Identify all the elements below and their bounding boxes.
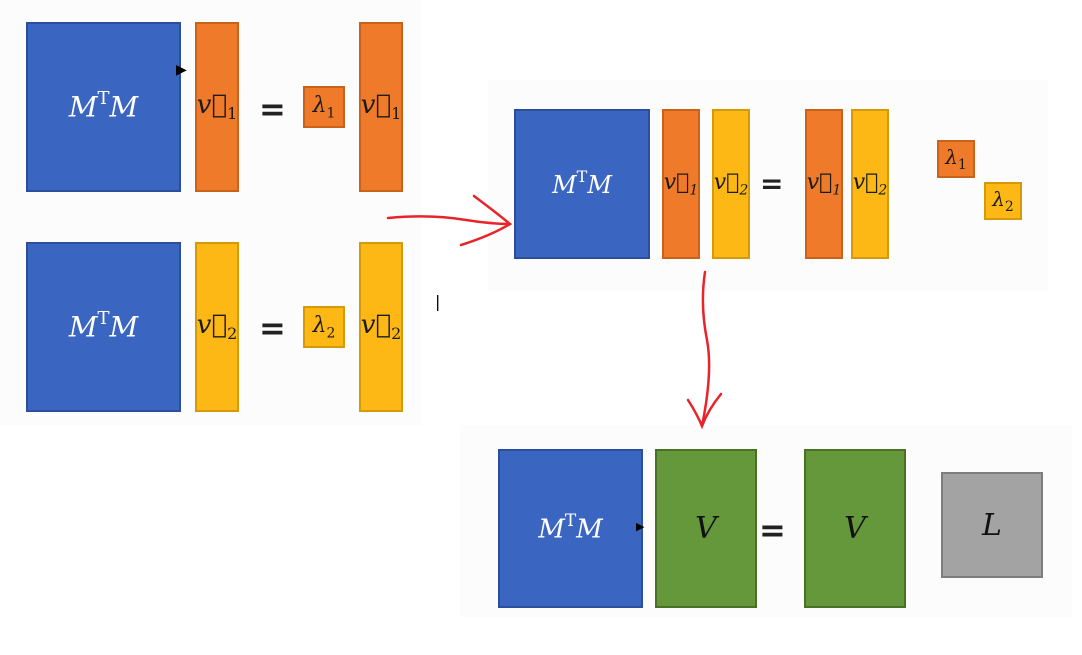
- lambda-symbol: λ: [992, 187, 1005, 211]
- matrix-m: M: [538, 514, 565, 545]
- mouse-cursor-icon-2: ▶: [636, 520, 645, 533]
- vector-v2-combined-right: v⃗2: [851, 109, 889, 259]
- matrix-v-right: V: [804, 449, 906, 608]
- vector-v1-left: v⃗1: [195, 22, 239, 192]
- matrix-m: M: [68, 310, 98, 344]
- sub-2: 2: [739, 182, 749, 199]
- v-matrix-label: V: [695, 511, 717, 546]
- lambda1-diagonal: λ1: [937, 140, 975, 178]
- v-matrix-label: V: [844, 511, 866, 546]
- lambda2-diagonal: λ2: [984, 182, 1022, 220]
- vector-v2-right: v⃗2: [359, 242, 403, 412]
- v-symbol: v⃗: [663, 169, 690, 195]
- mtm-matrix-2: MTM: [26, 242, 181, 412]
- v-symbol: v⃗: [713, 169, 740, 195]
- transpose-sup: T: [576, 167, 588, 186]
- v-symbol: v⃗: [806, 169, 833, 195]
- vector-v2-combined-left: v⃗2: [712, 109, 750, 259]
- v-symbol: v⃗: [196, 90, 228, 121]
- equals-sign-final: =: [759, 511, 786, 549]
- arrow-right-shaft: [386, 215, 512, 226]
- sub-2: 2: [878, 182, 888, 199]
- sub-1: 1: [227, 104, 238, 124]
- arrow-down-shaft: [700, 270, 711, 428]
- arrow-right-head: [459, 194, 513, 247]
- sub-2: 2: [391, 324, 402, 344]
- lambda1-scalar: λ1: [303, 86, 345, 128]
- matrix-m-tail: M: [109, 90, 139, 124]
- matrix-m-tail: M: [109, 310, 139, 344]
- arrow-down-head: [686, 392, 723, 430]
- v-symbol: v⃗: [852, 169, 879, 195]
- vector-v1-combined-right: v⃗1: [805, 109, 843, 259]
- v-symbol: v⃗: [360, 90, 392, 121]
- text-cursor-icon: |: [435, 292, 441, 311]
- mtm-matrix-combined: MTM: [514, 109, 650, 259]
- l-matrix-label: L: [982, 507, 1002, 543]
- mtm-matrix-final: MTM: [498, 449, 643, 608]
- mouse-cursor-icon: ▶: [176, 62, 187, 78]
- matrix-m: M: [68, 90, 98, 124]
- vector-v1-right: v⃗1: [359, 22, 403, 192]
- sub-1: 1: [326, 105, 336, 122]
- vector-v1-combined-left: v⃗1: [662, 109, 700, 259]
- matrix-m: M: [552, 171, 577, 199]
- v-symbol: v⃗: [360, 310, 392, 341]
- matrix-m-tail: M: [576, 514, 603, 545]
- v-symbol: v⃗: [196, 310, 228, 341]
- matrix-l: L: [941, 472, 1043, 578]
- lambda-symbol: λ: [945, 145, 958, 169]
- equals-sign-combined: =: [760, 167, 784, 200]
- sub-2: 2: [326, 325, 336, 342]
- lambda-symbol: λ: [312, 92, 327, 118]
- mtm-matrix-1: MTM: [26, 22, 181, 192]
- sub-1: 1: [957, 157, 967, 173]
- lambda2-scalar: λ2: [303, 306, 345, 348]
- equals-sign-1: =: [259, 90, 286, 128]
- matrix-m-tail: M: [587, 171, 612, 199]
- vector-v2-left: v⃗2: [195, 242, 239, 412]
- equals-sign-2: =: [259, 309, 286, 347]
- sub-1: 1: [391, 104, 402, 124]
- transpose-sup: T: [97, 88, 110, 110]
- transpose-sup: T: [97, 308, 110, 330]
- transpose-sup: T: [564, 510, 577, 531]
- sub-1: 1: [689, 182, 699, 199]
- matrix-v-left: V: [655, 449, 757, 608]
- sub-2: 2: [227, 324, 238, 344]
- sub-2: 2: [1004, 199, 1014, 215]
- sub-1: 1: [832, 182, 842, 199]
- lambda-symbol: λ: [312, 312, 327, 338]
